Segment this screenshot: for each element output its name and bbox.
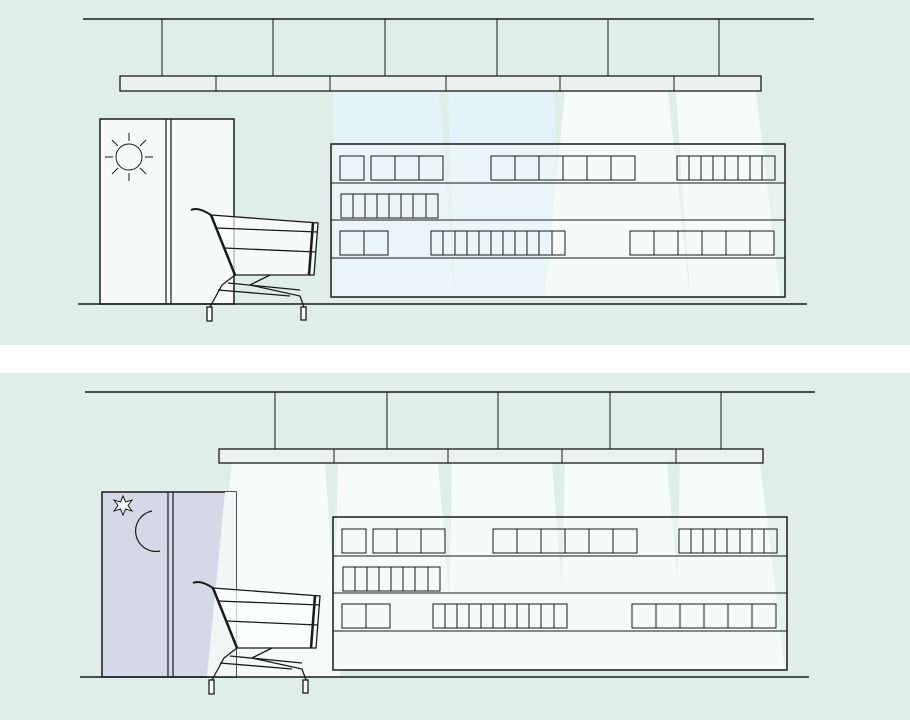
night-fixture-hangers: [274, 392, 722, 449]
panel-divider: [0, 345, 910, 373]
sun-icon: [105, 133, 153, 181]
crescent-moon-icon: [135, 510, 161, 552]
day-shopping-cart: [190, 207, 319, 322]
star-icon: [112, 494, 134, 517]
night-panel: [0, 373, 910, 720]
night-store-shelf: [332, 516, 788, 671]
night-window: [101, 491, 237, 678]
day-store-shelf: [330, 143, 786, 298]
day-panel: [0, 0, 910, 345]
day-ceiling-light-fixture: [119, 75, 762, 92]
day-window: [99, 118, 235, 305]
day-fixture-hangers: [161, 19, 720, 76]
night-shopping-cart: [192, 580, 321, 695]
night-ceiling-light-fixture: [218, 448, 764, 464]
